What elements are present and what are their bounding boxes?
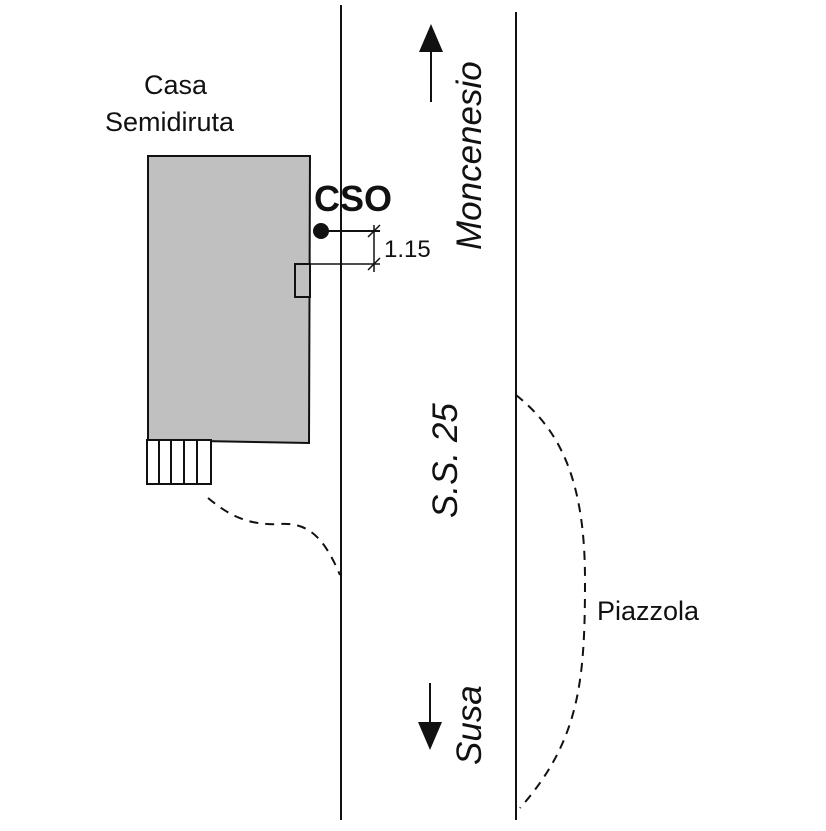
building bbox=[147, 155, 312, 445]
building-label-line2: Semidiruta bbox=[105, 107, 235, 137]
arrow-up-icon bbox=[419, 24, 443, 102]
arrow-down-icon bbox=[418, 683, 442, 750]
direction-south-label: Susa bbox=[450, 685, 489, 765]
road-name-label: S.S. 25 bbox=[426, 403, 465, 518]
dimension-tick-top bbox=[367, 224, 381, 238]
dimension-tick-bottom bbox=[367, 257, 381, 271]
dashed-path bbox=[207, 497, 341, 576]
distance-label: 1.15 bbox=[384, 236, 431, 263]
direction-north-label: Moncenesio bbox=[450, 61, 489, 250]
building-label-line1: Casa bbox=[144, 70, 208, 100]
layby-outline bbox=[515, 394, 587, 809]
stairs bbox=[146, 439, 212, 485]
layby-label: Piazzola bbox=[597, 596, 700, 626]
cso-label: CSO bbox=[314, 178, 392, 219]
building-annex bbox=[294, 263, 311, 298]
